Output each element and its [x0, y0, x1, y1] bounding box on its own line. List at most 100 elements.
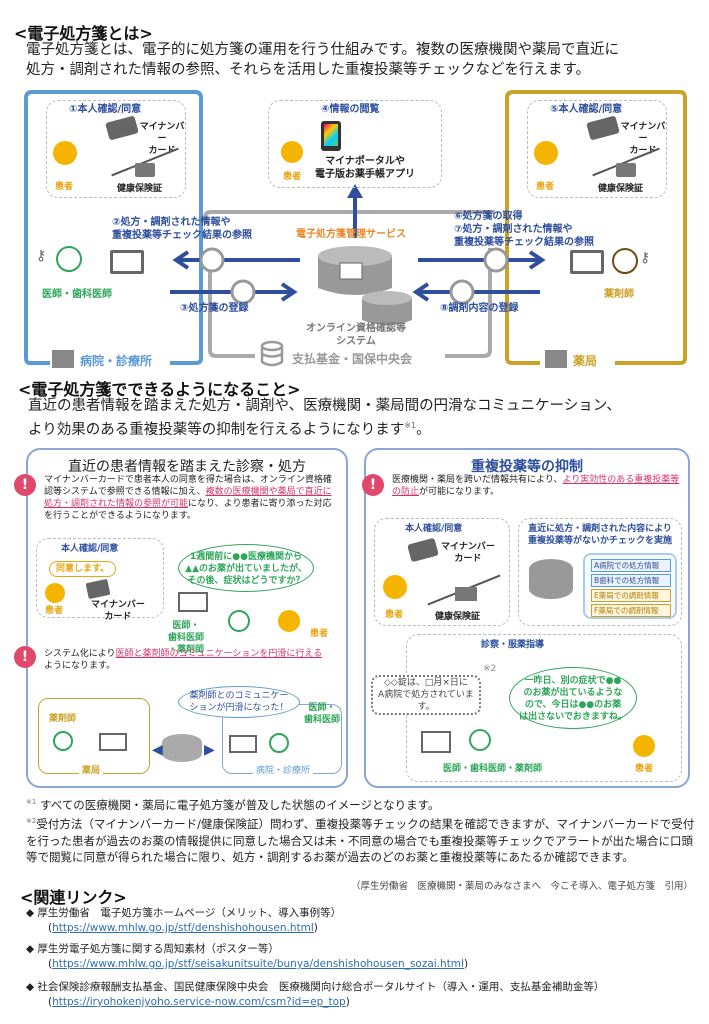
footnotes: ※1 すべての医療機関・薬局に電子処方箋が普及した状態のイメージとなります。 ※… — [26, 794, 700, 866]
step3-label: ③処方箋の登録 — [180, 303, 249, 314]
pharmacy-label: 薬局 — [79, 765, 104, 777]
panel-right-title: 重複投薬等の抑制 — [471, 459, 583, 475]
mynumber-card-icon — [105, 115, 139, 141]
step2-label: ②処方・調剤された情報や重複投薬等チェック結果の参照 — [112, 217, 252, 241]
link-item: ◆ 厚生労電子処方箋に関する周知素材（ポスター等） (https://www.m… — [26, 943, 469, 970]
mynumber-card-icon — [85, 578, 111, 600]
doctor-icon — [56, 246, 82, 272]
patient-label: 患者 — [536, 182, 555, 192]
step5-label: ⑤本人確認/同意 — [550, 104, 623, 115]
hospital-border — [24, 90, 203, 365]
guidance-label: 診察・服薬指導 — [481, 640, 545, 650]
laptop-icon — [110, 250, 144, 274]
patient-label: 患者 — [45, 606, 64, 616]
service-label: 電子処方箋管理サービス — [296, 229, 406, 240]
link-title: 厚生労電子処方箋に関する周知素材（ポスター等） — [37, 943, 279, 955]
laptop-icon — [99, 733, 127, 751]
check-label: 直近に処方・調剤された内容により重複投薬等がないかチェックを実施 — [527, 524, 672, 546]
patient-label: 患者 — [635, 764, 654, 774]
link-item: ◆ 厚生労働省 電子処方箋ホームページ（メリット、導入事例等） (https:/… — [26, 907, 342, 934]
section2-intro: 直近の患者情報を踏まえた処方・調剤や、医療機関・薬局間の円滑なコミュニケーション… — [28, 396, 708, 440]
patient-icon — [53, 141, 77, 165]
mynumber-card-icon — [407, 537, 439, 563]
fund-label: 支払基金・国保中央会 — [292, 352, 413, 366]
laptop-icon — [178, 592, 208, 612]
patient-label: 患者 — [310, 629, 329, 639]
doctor-icon — [228, 610, 250, 632]
patient-label: 患者 — [385, 610, 404, 620]
hospital-building-icon — [52, 350, 74, 368]
consent-label: 本人確認/同意 — [405, 524, 463, 534]
footnote-2: ※2受付方法（マイナンバーカード/健康保険証）問わず、重複投薬等チェックの結果を… — [26, 817, 695, 865]
laptop-icon — [570, 250, 604, 274]
panel-duplicate-prevention: 重複投薬等の抑制 ! 医療機関・薬局を跨いだ情報共有により、より実効性のある重複… — [362, 448, 690, 788]
patient-icon — [534, 141, 558, 165]
laptop-icon — [421, 731, 451, 753]
link-url-sozai[interactable]: https://www.mhlw.go.jp/stf/seisakunitsui… — [52, 958, 464, 970]
pharmacy-building-icon — [545, 350, 567, 368]
pharmacist-icon — [53, 731, 73, 751]
alert-icon: ! — [362, 474, 384, 496]
diamond-bullet-icon: ◆ — [26, 981, 38, 993]
links-heading: <関連リンク> — [20, 888, 127, 907]
staff-label: 医師・歯科医師・薬剤師 — [443, 764, 543, 774]
patient-icon — [383, 575, 407, 599]
patient-icon — [45, 583, 65, 603]
record-item: A病院での処方情報 — [591, 559, 671, 572]
footnote-1: ※1 すべての医療機関・薬局に電子処方箋が普及した状態のイメージとなります。 — [26, 797, 440, 812]
portal-label: マイナポータルや電子版お薬手帳アプリ — [315, 156, 415, 180]
source-citation: （厚生労働省 医療機関・薬局のみなさまへ 今こそ導入、電子処方箋 引用） — [350, 881, 693, 892]
laptop-icon — [229, 735, 257, 753]
hospital-label: 病院・診療所 — [80, 354, 153, 368]
link-url-portal[interactable]: https://iryohokenjyoho.service-now.com/c… — [52, 996, 346, 1008]
pharmacy-box: 薬剤師 薬局 — [38, 698, 150, 777]
doctor-icon — [469, 729, 491, 751]
alert-text-1: マイナンバーカードで患者本人の同意を得た場合は、オンライン資格確認等システムで参… — [44, 475, 332, 521]
key-icon: ⚷ — [36, 248, 47, 264]
mynumber-card-icon — [586, 115, 620, 141]
pharmacy-label: 薬局 — [573, 354, 598, 368]
database-icon — [162, 734, 202, 762]
diagram-lines — [24, 90, 687, 367]
doctor-label: 医師・歯科医師 — [42, 289, 112, 300]
comm-bubble: 薬剤師とのコミュニケーションが円滑になった！ — [178, 686, 300, 718]
pharmacist-label: 薬剤師 — [604, 289, 634, 300]
insurance-card-icon — [135, 163, 155, 177]
pharmacist-icon — [612, 248, 638, 274]
card-label: マイナンバーカード — [441, 542, 495, 564]
benefits-line-1: 直近の患者情報を踏まえた処方・調剤や、医療機関・薬局間の円滑なコミュニケーション… — [28, 398, 621, 414]
arrow-right-icon: ▶ — [204, 742, 215, 758]
mynumber-card-label: マイナンバーカード — [139, 122, 185, 156]
database-icon — [318, 246, 392, 295]
note-mark: ※2 — [483, 664, 497, 674]
section-heading-about: <電子処方箋とは> — [14, 24, 153, 43]
intro-line-1: 電子処方箋とは、電子的に処方箋の運用を行う仕組みです。複数の医療機関や薬局で直近… — [26, 42, 620, 58]
panel-recent-info: 直近の患者情報を踏まえた診察・処方 ! マイナンバーカードで患者本人の同意を得た… — [14, 448, 348, 788]
patient-label: 患者 — [283, 172, 302, 182]
doctor-label: 医師・歯科医師 — [304, 703, 341, 725]
insurance-card-label: 健康保険証 — [117, 184, 163, 194]
link-url-denshishohousen[interactable]: https://www.mhlw.go.jp/stf/denshishohous… — [52, 922, 314, 934]
hospital-label: 病院・診療所 — [253, 765, 314, 777]
pharmacist-label: 薬剤師 — [49, 714, 77, 724]
diamond-bullet-icon: ◆ — [26, 943, 38, 955]
consent-bubble: 同意します。 — [49, 561, 117, 577]
diamond-bullet-icon: ◆ — [26, 907, 38, 919]
alert-text-2: システム化により医師と薬剤師のコミュニケーションを円滑に行えるようになります。 — [44, 649, 323, 671]
consent-box: 本人確認/同意 マイナンバーカード 患者 健康保険証 — [374, 518, 510, 626]
check-box: 直近に処方・調剤された内容により重複投薬等がないかチェックを実施 A病院での処方… — [518, 518, 682, 626]
insurance-label: 健康保険証 — [435, 612, 481, 622]
view-box: ④情報の閲覧 患者 マイナポータルや電子版お薬手帳アプリ — [268, 100, 442, 188]
online-system-db-icon — [362, 291, 412, 325]
step1-label: ①本人確認/同意 — [69, 104, 142, 115]
doctor-icon — [269, 733, 289, 753]
card-label: マイナンバーカード — [91, 600, 145, 622]
links-list: ◆ 厚生労働省 電子処方箋ホームページ（メリット、導入事例等） (https:/… — [26, 906, 706, 1010]
link-title: 社会保険診療報酬支払基金、国民健康保険中央会 医療機関向け総合ポータルサイト（導… — [37, 981, 605, 993]
mynumber-card-label: マイナンバーカード — [620, 122, 666, 156]
database-icon — [529, 559, 573, 599]
smartphone-icon — [321, 121, 341, 151]
system-diagram: ①本人確認/同意 マイナンバーカード 患者 健康保険証 ④情報の閲覧 患者 マイ… — [0, 88, 709, 373]
